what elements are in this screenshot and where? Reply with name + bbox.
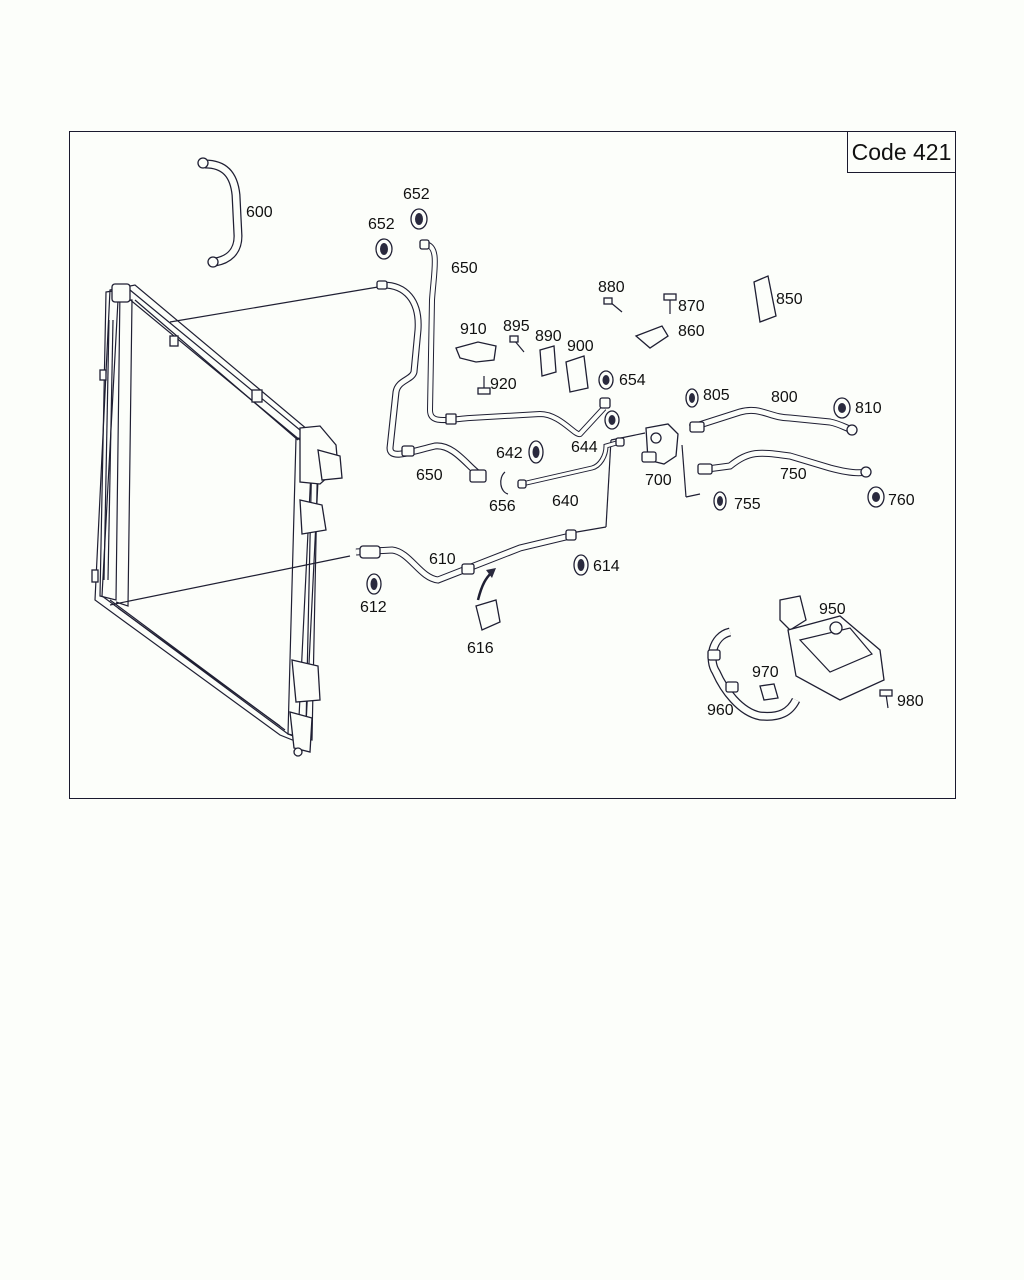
- label-900[interactable]: 900: [567, 338, 594, 355]
- label-656[interactable]: 656: [489, 498, 516, 515]
- label-614[interactable]: 614: [593, 558, 620, 575]
- label-895[interactable]: 895: [503, 318, 530, 335]
- label-610[interactable]: 610: [429, 551, 456, 568]
- label-642[interactable]: 642: [496, 445, 523, 462]
- screw-980-icon: [879, 689, 893, 709]
- label-652-top[interactable]: 652: [403, 186, 430, 203]
- label-890[interactable]: 890: [535, 328, 562, 345]
- part-800-line: [688, 406, 858, 436]
- label-960[interactable]: 960: [707, 702, 734, 719]
- part-610-line: [355, 529, 577, 631]
- part-950-unit: [779, 595, 885, 701]
- label-950[interactable]: 950: [819, 601, 846, 618]
- seal-rings: [366, 208, 885, 595]
- label-755[interactable]: 755: [734, 496, 761, 513]
- label-750[interactable]: 750: [780, 466, 807, 483]
- label-650-bottom[interactable]: 650: [416, 467, 443, 484]
- screw-880-icon: [603, 297, 623, 313]
- part-700-valve: [641, 423, 679, 465]
- label-700[interactable]: 700: [645, 472, 672, 489]
- label-850[interactable]: 850: [776, 291, 803, 308]
- part-960-hose: [707, 627, 801, 721]
- screw-920-icon: [477, 376, 491, 395]
- label-800[interactable]: 800: [771, 389, 798, 406]
- part-640-line: [500, 437, 625, 495]
- label-640[interactable]: 640: [552, 493, 579, 510]
- code-label-box: Code 421: [847, 131, 956, 173]
- leader-lines: [109, 286, 701, 606]
- label-616[interactable]: 616: [467, 640, 494, 657]
- part-970-clip: [759, 683, 779, 701]
- part-600-hose: [197, 157, 243, 268]
- label-654[interactable]: 654: [619, 372, 646, 389]
- label-970[interactable]: 970: [752, 664, 779, 681]
- label-880[interactable]: 880: [598, 279, 625, 296]
- label-650-top[interactable]: 650: [451, 260, 478, 277]
- radiator-drawing: [91, 283, 343, 757]
- label-860[interactable]: 860: [678, 323, 705, 340]
- label-980[interactable]: 980: [897, 693, 924, 710]
- label-810[interactable]: 810: [855, 400, 882, 417]
- label-600[interactable]: 600: [246, 204, 273, 221]
- part-750-line: [697, 449, 872, 478]
- label-920[interactable]: 920: [490, 376, 517, 393]
- label-910[interactable]: 910: [460, 321, 487, 338]
- label-870[interactable]: 870: [678, 298, 705, 315]
- label-805[interactable]: 805: [703, 387, 730, 404]
- screw-870-icon: [663, 293, 677, 314]
- label-644[interactable]: 644: [571, 439, 598, 456]
- brackets-screws: [455, 275, 893, 709]
- part-650-lines: [376, 239, 611, 483]
- label-760[interactable]: 760: [888, 492, 915, 509]
- label-612[interactable]: 612: [360, 599, 387, 616]
- label-652-left[interactable]: 652: [368, 216, 395, 233]
- screw-895-icon: [509, 335, 525, 353]
